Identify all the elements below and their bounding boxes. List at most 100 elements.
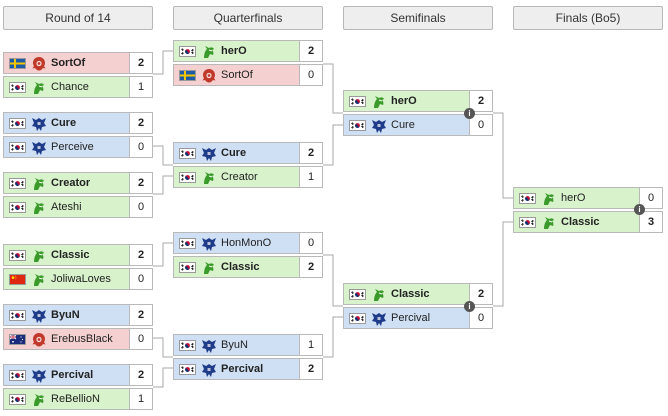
flag-korea-icon — [9, 202, 26, 213]
flag-korea-icon — [349, 313, 366, 324]
player-score: 0 — [129, 329, 152, 349]
flag-china-icon — [9, 274, 26, 285]
player-name[interactable]: Percival — [391, 312, 431, 324]
player-name[interactable]: Chance — [51, 81, 89, 93]
player-slot[interactable]: ByuN 2 — [3, 304, 153, 326]
player-name[interactable]: Creator — [51, 177, 91, 189]
player-name[interactable]: Classic — [391, 288, 430, 300]
flag-korea-icon — [349, 96, 366, 107]
player-name[interactable]: SortOf — [51, 57, 86, 69]
terran-race-icon — [201, 236, 217, 252]
player-score: 2 — [129, 113, 152, 133]
player-slot[interactable]: HonMonO 0 — [173, 232, 323, 254]
protoss-race-icon — [201, 44, 217, 60]
flag-korea-icon — [349, 120, 366, 131]
player-score: 0 — [469, 115, 492, 135]
terran-race-icon — [31, 140, 47, 156]
terran-race-icon — [201, 362, 217, 378]
player-name[interactable]: ReBellioN — [51, 393, 100, 405]
player-score: 0 — [129, 197, 152, 217]
player-name[interactable]: Percival — [221, 363, 264, 375]
player-name[interactable]: ByuN — [221, 339, 248, 351]
player-name[interactable]: herO — [561, 192, 586, 204]
round-header-finals: Finals (Bo5) — [513, 6, 663, 30]
player-name[interactable]: JoliwaLoves — [51, 273, 111, 285]
player-score: 1 — [299, 167, 322, 187]
player-slot[interactable]: Classic 2 — [3, 244, 153, 266]
protoss-race-icon — [31, 392, 47, 408]
player-name[interactable]: ByuN — [51, 309, 80, 321]
flag-korea-icon — [519, 217, 536, 228]
player-name[interactable]: herO — [221, 45, 247, 57]
protoss-race-icon — [31, 248, 47, 264]
player-slot[interactable]: Classic 2 — [173, 256, 323, 278]
player-slot[interactable]: herO 2 — [343, 90, 493, 112]
player-name[interactable]: Classic — [221, 261, 260, 273]
player-score: 2 — [299, 257, 322, 277]
flag-korea-icon — [9, 310, 26, 321]
player-name[interactable]: Creator — [221, 171, 258, 183]
flag-korea-icon — [9, 178, 26, 189]
protoss-race-icon — [201, 260, 217, 276]
flag-korea-icon — [9, 250, 26, 261]
player-slot[interactable]: Cure 2 — [3, 112, 153, 134]
protoss-race-icon — [31, 272, 47, 288]
terran-race-icon — [31, 368, 47, 384]
round-header-semifinals: Semifinals — [343, 6, 493, 30]
player-name[interactable]: Classic — [561, 216, 600, 228]
player-score: 0 — [299, 233, 322, 253]
player-name[interactable]: Percival — [51, 369, 94, 381]
match-info-icon-sf-2[interactable]: i — [464, 301, 475, 312]
player-slot[interactable]: Cure 0 — [343, 114, 493, 136]
player-score: 2 — [129, 305, 152, 325]
flag-korea-icon — [519, 193, 536, 204]
player-name[interactable]: Cure — [221, 147, 247, 159]
player-name[interactable]: Cure — [391, 119, 415, 131]
flag-korea-icon — [349, 289, 366, 300]
flag-korea-icon — [179, 238, 196, 249]
protoss-race-icon — [31, 200, 47, 216]
match-info-icon-final[interactable]: i — [634, 204, 645, 215]
protoss-race-icon — [371, 94, 387, 110]
player-score: 0 — [129, 137, 152, 157]
player-score: 2 — [129, 245, 152, 265]
player-name[interactable]: SortOf — [221, 69, 253, 81]
player-name[interactable]: Perceive — [51, 141, 94, 153]
player-name[interactable]: Classic — [51, 249, 90, 261]
player-slot[interactable]: Perceive 0 — [3, 136, 153, 158]
player-name[interactable]: Cure — [51, 117, 77, 129]
player-name[interactable]: herO — [391, 95, 417, 107]
terran-race-icon — [371, 118, 387, 134]
player-name[interactable]: Ateshi — [51, 201, 82, 213]
protoss-race-icon — [371, 287, 387, 303]
player-slot[interactable]: ErebusBlack 0 — [3, 328, 153, 350]
player-score: 2 — [299, 143, 322, 163]
player-slot[interactable]: Cure 2 — [173, 142, 323, 164]
player-name[interactable]: ErebusBlack — [51, 333, 113, 345]
player-name[interactable]: HonMonO — [221, 237, 272, 249]
protoss-race-icon — [201, 170, 217, 186]
player-slot[interactable]: Creator 1 — [173, 166, 323, 188]
player-score: 2 — [469, 91, 492, 111]
match-info-icon-sf-1[interactable]: i — [464, 108, 475, 119]
player-slot[interactable]: Ateshi 0 — [3, 196, 153, 218]
